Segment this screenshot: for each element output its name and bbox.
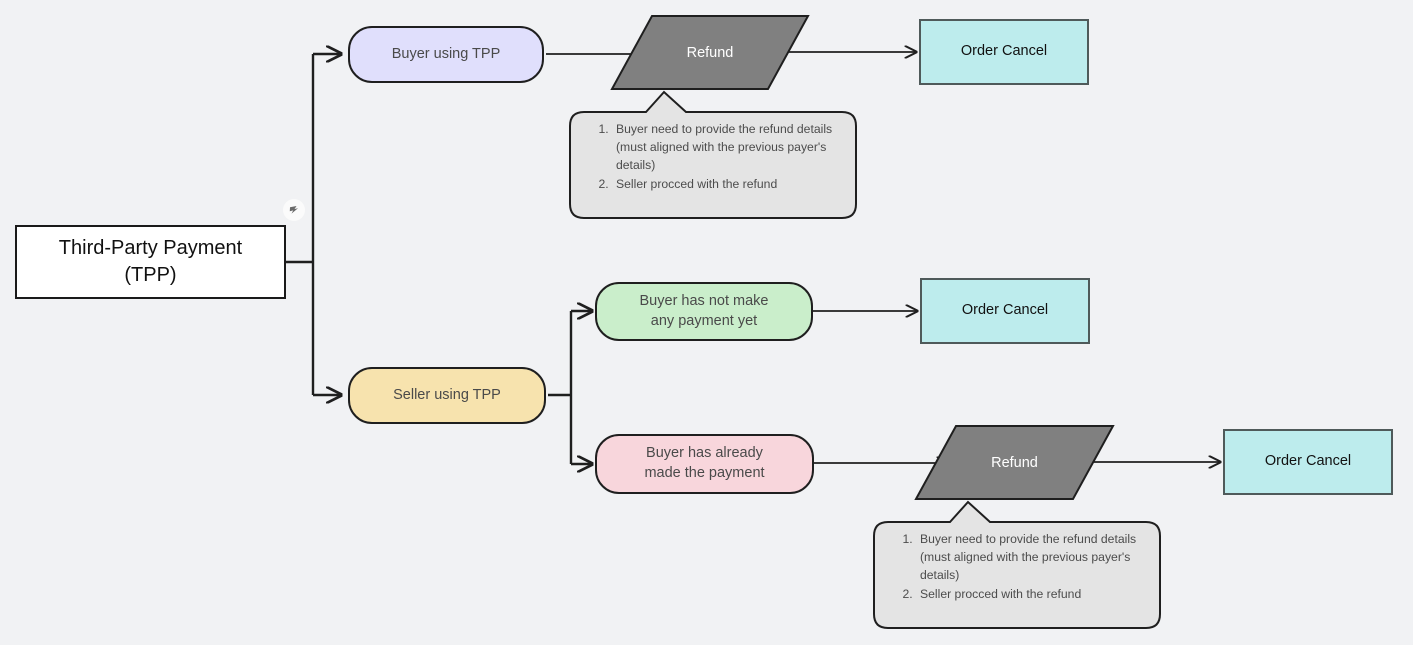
node-label: Order Cancel: [960, 43, 1048, 60]
node-third-party-payment[interactable]: Third-Party Payment (TPP): [15, 225, 286, 299]
node-label: Buyer has not make any payment yet: [639, 292, 769, 329]
note-body: Buyer need to provide the refund details…: [894, 530, 1152, 604]
node-order-cancel-3[interactable]: Order Cancel: [1223, 429, 1393, 495]
node-order-cancel-1[interactable]: Order Cancel: [919, 19, 1089, 85]
node-label: Order Cancel: [961, 302, 1049, 319]
node-refund-top[interactable]: Refund: [610, 15, 810, 90]
node-buyer-no-payment[interactable]: Buyer has not make any payment yet: [595, 282, 813, 341]
note-item: Seller procced with the refund: [916, 585, 1152, 603]
note-refund-top: Buyer need to provide the refund details…: [568, 90, 858, 220]
note-item: Buyer need to provide the refund details…: [916, 530, 1152, 584]
node-refund-bottom[interactable]: Refund: [914, 425, 1115, 500]
note-item: Seller procced with the refund: [612, 175, 848, 193]
node-buyer-paid[interactable]: Buyer has already made the payment: [595, 434, 814, 494]
note-body: Buyer need to provide the refund details…: [590, 120, 848, 194]
node-label: Buyer has already made the payment: [644, 445, 765, 481]
node-label: Order Cancel: [1264, 453, 1352, 470]
node-buyer-using-tpp[interactable]: Buyer using TPP: [348, 26, 544, 83]
note-item: Buyer need to provide the refund details…: [612, 120, 848, 174]
node-seller-using-tpp[interactable]: Seller using TPP: [348, 367, 546, 424]
node-label: Seller using TPP: [393, 386, 501, 403]
node-order-cancel-2[interactable]: Order Cancel: [920, 278, 1090, 344]
connector-handle-icon[interactable]: [283, 199, 305, 221]
node-label: Third-Party Payment (TPP): [58, 237, 243, 286]
note-refund-bottom: Buyer need to provide the refund details…: [872, 500, 1162, 630]
node-label: Buyer using TPP: [391, 45, 501, 62]
